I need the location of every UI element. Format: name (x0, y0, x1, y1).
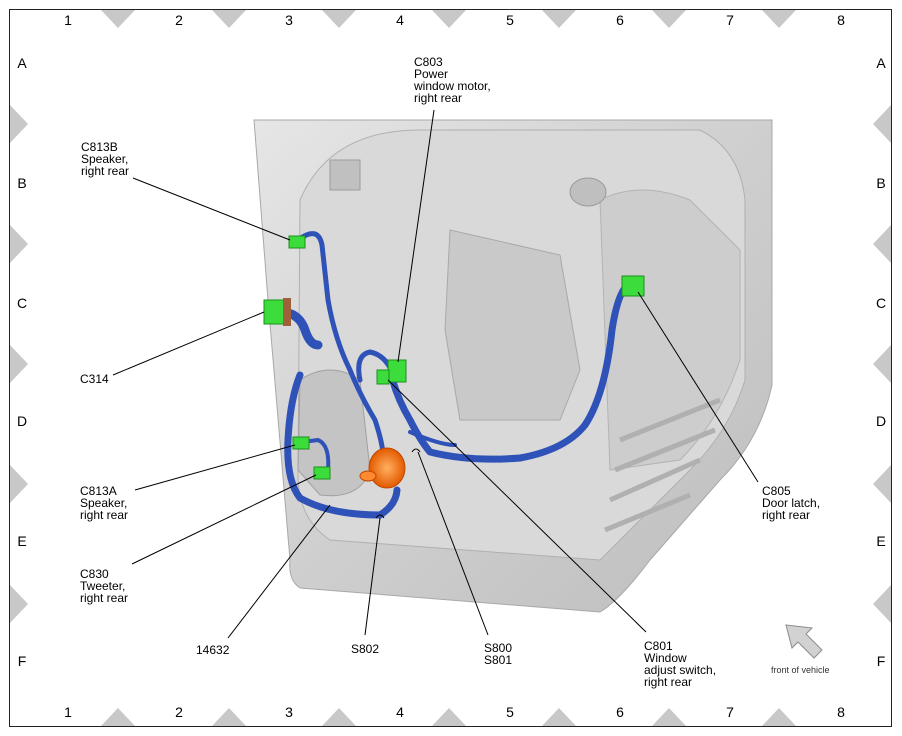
callout-c803: C803 Power window motor, right rear (414, 55, 491, 105)
grid-row-left: C (16, 295, 28, 311)
callout-c813b: C813B Speaker, right rear (81, 140, 130, 178)
grid-row-right: B (876, 175, 886, 191)
door-panel (253, 119, 773, 613)
connector-c813a (292, 436, 310, 450)
grid-col-bottom: 1 (64, 704, 72, 720)
connector-c803 (387, 359, 407, 383)
grid-col-top: 8 (837, 12, 845, 28)
callout-s802: S802 (351, 642, 380, 656)
grid-row-left: B (17, 175, 27, 191)
connector-c801 (376, 369, 390, 385)
grid-col-bottom: 2 (175, 704, 183, 720)
grid-col-top: 5 (506, 12, 514, 28)
splice-s802 (375, 514, 385, 519)
grid-col-bottom: 6 (616, 704, 624, 720)
grid-row-right: D (875, 413, 887, 429)
connector-c830 (313, 466, 331, 480)
front-of-vehicle-label: front of vehicle (771, 665, 830, 675)
leader-lines (112, 109, 759, 639)
grid-col-bottom: 8 (837, 704, 845, 720)
connector-c813b (288, 235, 306, 249)
grid-row-right: F (876, 653, 886, 669)
connector-c314-shell (283, 298, 291, 326)
callout-c830: C830 Tweeter, right rear (80, 567, 129, 605)
grid-col-top: 4 (396, 12, 404, 28)
diagram-frame (9, 9, 892, 727)
grid-col-bottom: 3 (285, 704, 293, 720)
callout-c805: C805 Door latch, right rear (762, 484, 821, 522)
grid-row-left: F (17, 653, 27, 669)
grid-col-bottom: 5 (506, 704, 514, 720)
callout-s800-s801: S800 S801 (484, 641, 513, 667)
grid-col-bottom: 7 (726, 704, 734, 720)
grid-col-top: 2 (175, 12, 183, 28)
callout-c813a: C813A Speaker, right rear (80, 484, 129, 522)
grommet (359, 447, 406, 489)
connector-c805 (621, 275, 645, 297)
splice-s800-s801 (411, 448, 421, 453)
callout-14632: 14632 (196, 643, 230, 657)
splice-marks (375, 448, 421, 519)
border-markers (10, 10, 891, 726)
grid-row-right: A (876, 55, 886, 71)
grid-col-top: 7 (726, 12, 734, 28)
grid-col-top: 3 (285, 12, 293, 28)
grid-row-right: C (875, 295, 887, 311)
callout-c801: C801 Window adjust switch, right rear (644, 639, 717, 689)
grid-row-left: A (17, 55, 27, 71)
grid-row-right: E (876, 533, 886, 549)
arrow-up-left-icon (785, 624, 823, 659)
callout-c314: C314 (80, 372, 109, 386)
grid-row-left: E (17, 533, 27, 549)
grid-col-top: 1 (64, 12, 72, 28)
grid-col-top: 6 (616, 12, 624, 28)
grid-col-bottom: 4 (396, 704, 404, 720)
grid-row-left: D (16, 413, 28, 429)
wiring-harness (280, 231, 634, 519)
